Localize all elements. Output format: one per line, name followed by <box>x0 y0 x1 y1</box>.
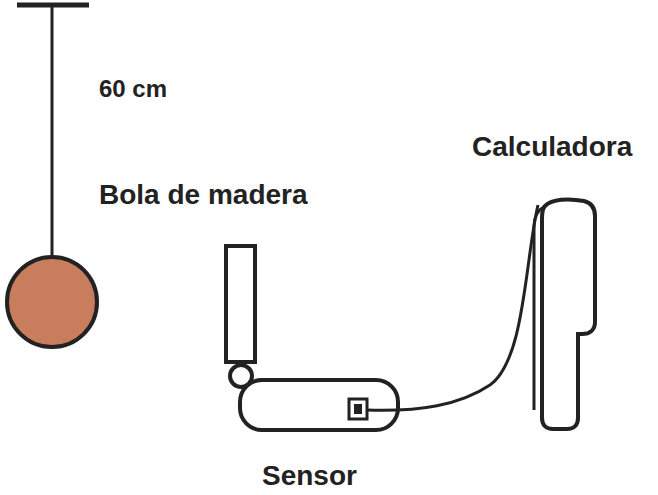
sensor-head <box>226 246 255 362</box>
wooden-ball <box>7 257 97 347</box>
sensor-port <box>349 399 367 419</box>
calculator <box>542 199 595 429</box>
port-plug <box>354 404 362 414</box>
part-label: Sensor <box>262 461 357 492</box>
calculator-edge <box>534 206 545 410</box>
part-label: Calculadora <box>472 132 632 163</box>
dimension-label: 60 cm <box>99 76 167 102</box>
part-label: Bola de madera <box>99 180 308 211</box>
sensor-body <box>240 380 398 430</box>
pendulum-string <box>51 5 54 258</box>
cable <box>366 205 538 410</box>
